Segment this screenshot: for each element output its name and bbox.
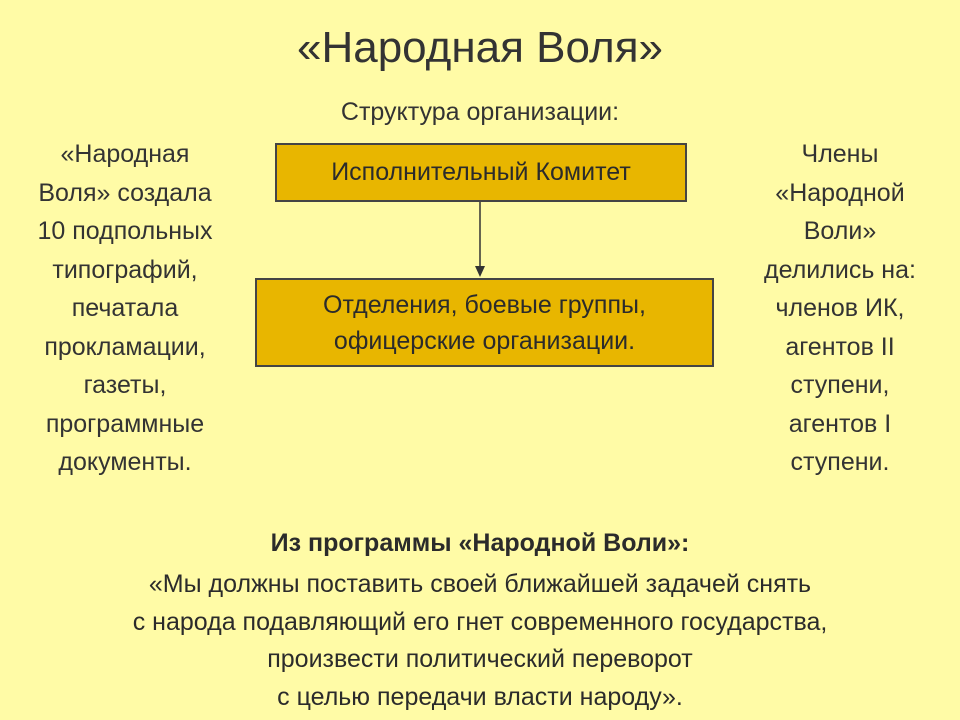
right-text-line: делились на: (764, 255, 916, 284)
left-text-line: газеты, (83, 371, 167, 399)
program-quote: «Мы должны поставить своей ближайшей зад… (0, 566, 960, 716)
slide-title: «Народная Воля» (296, 23, 663, 72)
right-text-line: Члены (801, 140, 879, 168)
quote-line: с народа подавляющий его гнет современно… (132, 607, 828, 636)
hierarchy-arrow (475, 202, 485, 277)
left-text-line: «Народная (60, 140, 190, 168)
right-text-line: агентов I (788, 409, 892, 438)
executive-committee-box: Исполнительный Комитет (275, 143, 687, 202)
quote-line: «Мы должны поставить своей ближайшей зад… (148, 570, 812, 598)
left-text-line: Воля» создала (38, 178, 212, 207)
right-text-line: агентов II (785, 332, 895, 361)
departments-line: Отделения, боевые группы, (323, 291, 646, 319)
right-text-line: Воли» (803, 217, 877, 245)
quote-line: произвести политический переворот (267, 645, 693, 673)
right-text-line: членов ИК, (775, 294, 905, 322)
right-text-line: ступени. (790, 448, 890, 476)
right-text-line: ступени, (790, 371, 890, 399)
right-text-block: Члены «Народной Воли» делились на: члено… (720, 135, 960, 482)
quote-line: с целью передачи власти народу». (277, 682, 683, 711)
structure-subtitle: Структура организации: (340, 98, 620, 126)
left-text-line: программные (45, 409, 205, 438)
left-text-line: прокламации, (44, 332, 206, 361)
right-text-line: «Народной (775, 178, 905, 207)
left-text-line: 10 подпольных (37, 217, 213, 245)
arrow-head (475, 266, 485, 277)
program-quote-heading: Из программы «Народной Воли»: (270, 529, 690, 557)
left-text-line: документы. (58, 448, 192, 476)
departments-box: Отделения, боевые группы, офицерские орг… (255, 278, 714, 367)
left-text-line: типографий, (52, 255, 198, 284)
left-text-block: «Народная Воля» создала 10 подпольных ти… (0, 135, 250, 482)
left-text-line: печатала (71, 294, 179, 322)
departments-line: офицерские организации. (333, 327, 636, 355)
